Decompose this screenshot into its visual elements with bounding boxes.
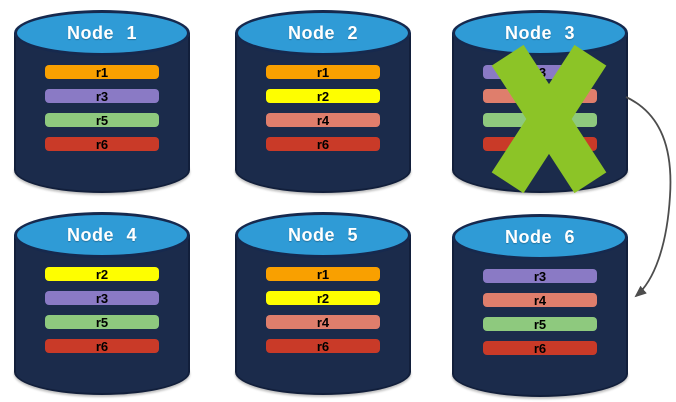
node-title: Node 6: [504, 226, 575, 247]
node-cylinder-5: Node 5 r1 r2 r4 r6: [235, 212, 411, 395]
node-cylinder-4: Node 4 r2 r3 r5 r6: [14, 212, 190, 395]
replica-bar-r4: r4: [483, 293, 597, 307]
replica-bar-r6: r6: [45, 339, 159, 353]
replica-bars: r1 r3 r5 r6: [45, 65, 159, 151]
replica-bar-r2: r2: [266, 89, 380, 103]
replica-bars: r3 r4 r5 r6: [483, 269, 597, 355]
replica-bar-r3: r3: [45, 89, 159, 103]
cylinder-top: Node 6: [452, 214, 628, 260]
replica-bars: r2 r3 r5 r6: [45, 267, 159, 353]
replica-bar-r2: r2: [45, 267, 159, 281]
replica-bar-r5: r5: [45, 113, 159, 127]
node-title: Node 5: [287, 224, 358, 245]
replica-bar-r3: r3: [45, 291, 159, 305]
cylinder-top: Node 2: [235, 10, 411, 56]
replica-bar-r6: r6: [483, 341, 597, 355]
cylinder-top: Node 1: [14, 10, 190, 56]
replica-bar-r6: r6: [266, 137, 380, 151]
cylinder-top: Node 5: [235, 212, 411, 258]
node-title: Node 1: [66, 22, 137, 43]
node-title: Node 4: [66, 224, 137, 245]
replica-bar-r5: r5: [45, 315, 159, 329]
node-cylinder-6: Node 6 r3 r4 r5 r6: [452, 214, 628, 397]
replica-bar-r4: r4: [266, 113, 380, 127]
replica-bar-r5: r5: [483, 317, 597, 331]
replica-bar-r3: r3: [483, 269, 597, 283]
node-cylinder-1: Node 1 r1 r3 r5 r6: [14, 10, 190, 193]
cylinder-top: Node 3: [452, 10, 628, 56]
replica-bar-r6: r6: [45, 137, 159, 151]
cylinder-top: Node 4: [14, 212, 190, 258]
node-title: Node 2: [287, 22, 358, 43]
replica-bar-r4: r4: [266, 315, 380, 329]
replica-bars: r1 r2 r4 r6: [266, 267, 380, 353]
node-cylinder-2: Node 2 r1 r2 r4 r6: [235, 10, 411, 193]
replica-bars: r1 r2 r4 r6: [266, 65, 380, 151]
replica-bar-r1: r1: [266, 267, 380, 281]
replica-bar-r2: r2: [266, 291, 380, 305]
node-title: Node 3: [504, 22, 575, 43]
replica-bar-r6: r6: [266, 339, 380, 353]
replica-bar-r1: r1: [266, 65, 380, 79]
replica-bar-r1: r1: [45, 65, 159, 79]
